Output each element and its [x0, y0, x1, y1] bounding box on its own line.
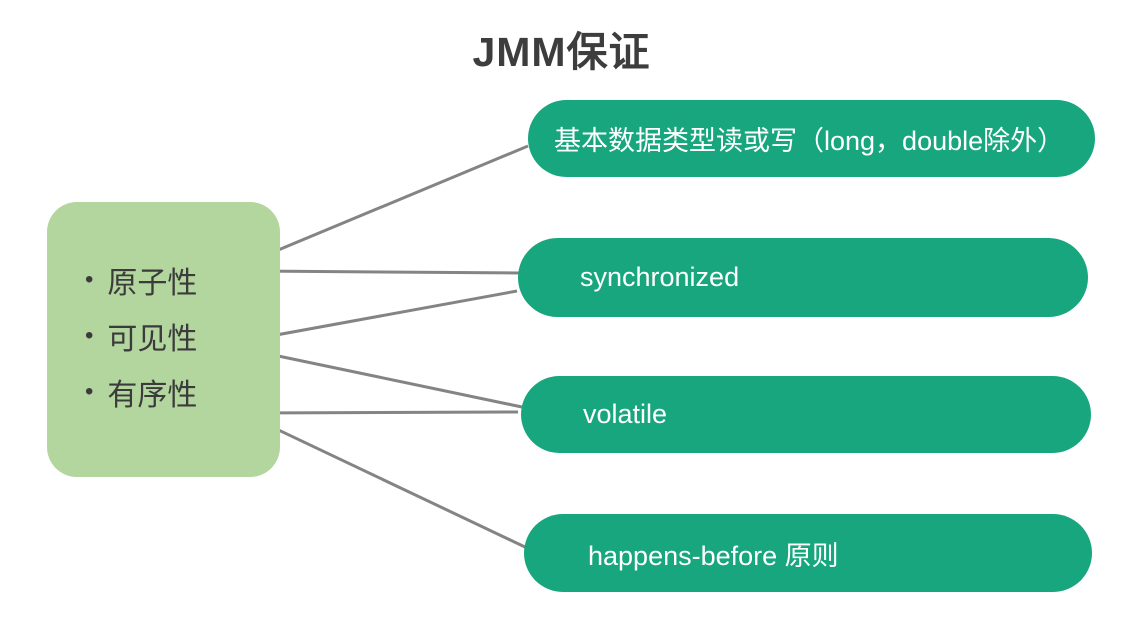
arrow-connector — [243, 403, 519, 422]
pill-label: 基本数据类型读或写（long，double除外） — [554, 126, 1065, 156]
arrow-connector — [237, 342, 523, 409]
pill-basic-data-type-rw: 基本数据类型读或写（long，double除外） — [528, 100, 1095, 177]
list-item-ordering: • 有序性 — [85, 364, 280, 420]
pill-synchronized: synchronized — [518, 238, 1088, 317]
jmm-properties-box: • 原子性 • 可见性 • 有序性 — [47, 202, 280, 477]
arrow-connector — [243, 262, 520, 281]
pill-volatile: volatile — [521, 376, 1091, 453]
list-item-label: 原子性 — [107, 267, 198, 300]
bullet-icon: • — [85, 322, 94, 349]
list-item-label: 有序性 — [107, 379, 198, 412]
page-title: JMM保证 — [472, 29, 651, 75]
list-item-label: 可见性 — [107, 323, 198, 356]
arrow-connector — [244, 144, 529, 266]
list-item-visibility: • 可见性 — [85, 308, 280, 364]
pill-label: volatile — [583, 399, 668, 429]
list-item-atomicity: • 原子性 — [85, 252, 280, 308]
pill-label: synchronized — [580, 262, 740, 292]
pill-label: happens-before 原则 — [588, 540, 839, 571]
pill-happens-before: happens-before 原则 — [524, 514, 1092, 592]
arrow-connector — [246, 414, 526, 549]
bullet-icon: • — [85, 266, 94, 293]
bullet-icon: • — [85, 378, 94, 405]
properties-list: • 原子性 • 可见性 • 有序性 — [85, 252, 280, 420]
